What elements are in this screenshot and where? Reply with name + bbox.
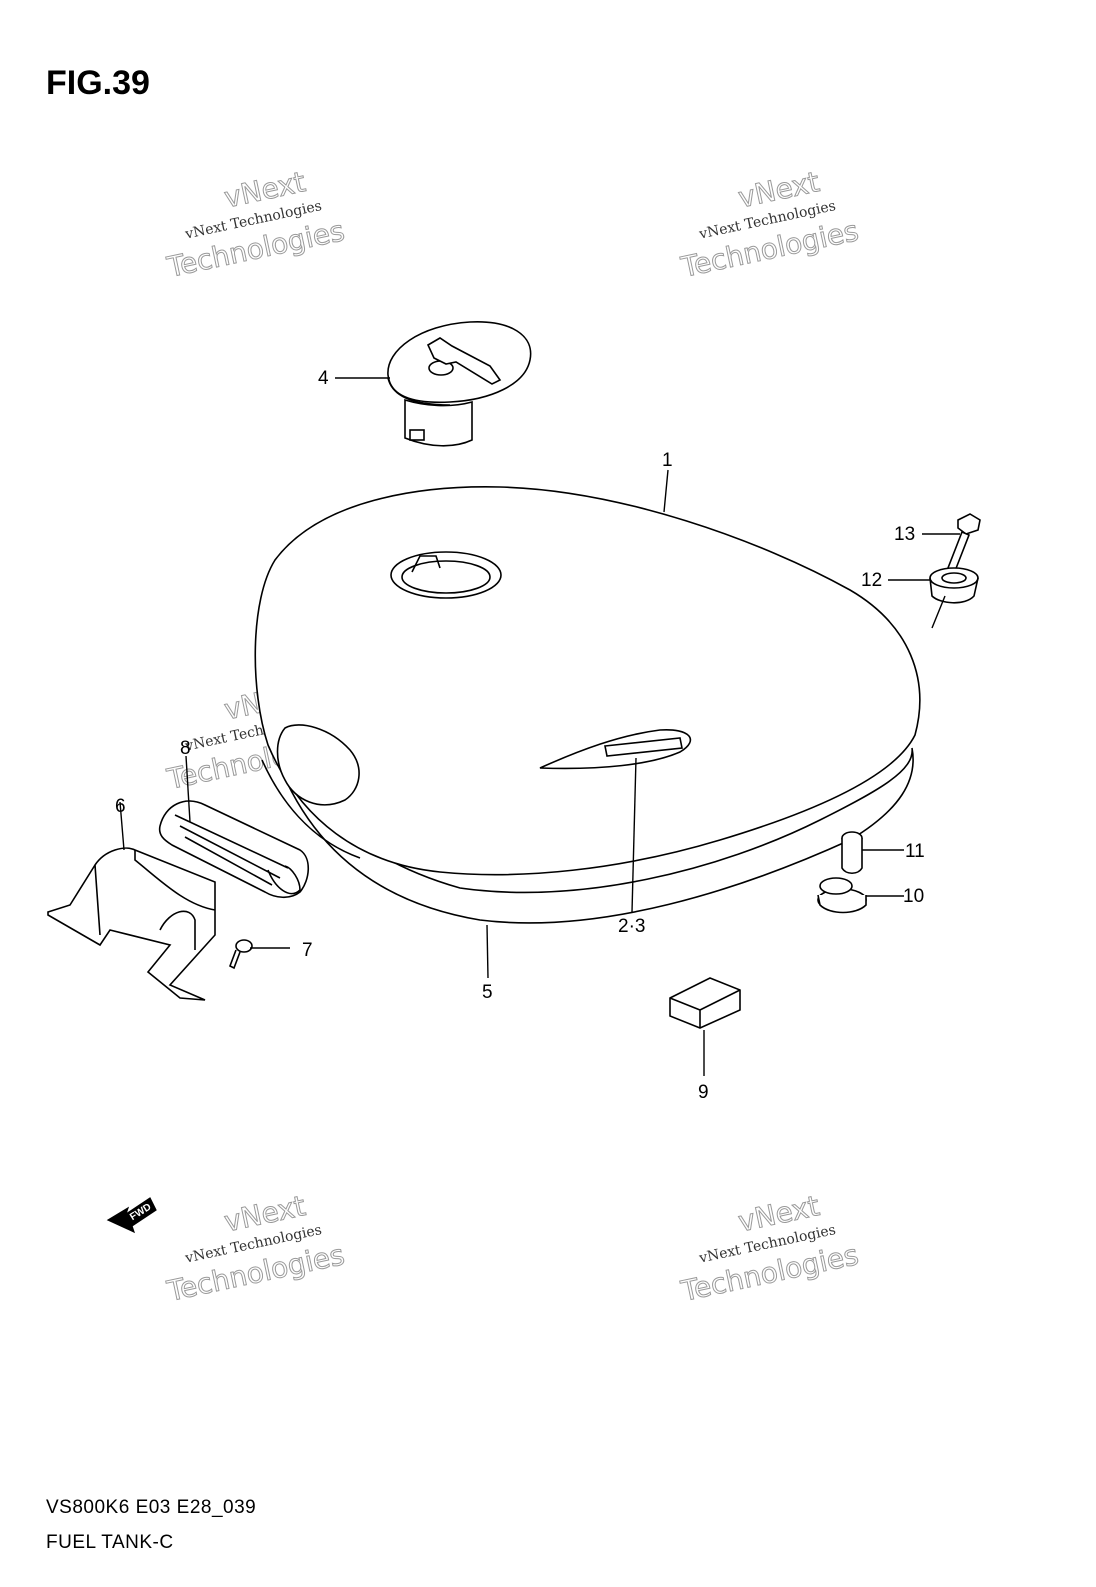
collar-top bbox=[929, 567, 979, 589]
bolt-head bbox=[957, 513, 981, 535]
watermark-top-left: vNext vNext Technologies Technologies bbox=[163, 165, 348, 285]
bolt-shaft bbox=[946, 530, 971, 573]
pad-edges bbox=[669, 989, 741, 1028]
callout-7: 7 bbox=[302, 940, 313, 961]
leader-8 bbox=[185, 755, 191, 823]
fuel-cap-lip bbox=[387, 377, 451, 406]
bracket-loop bbox=[159, 910, 196, 950]
callout-1: 1 bbox=[662, 450, 673, 471]
callout-5: 5 bbox=[482, 982, 493, 1003]
leader-6 bbox=[119, 801, 125, 851]
mount-bracket bbox=[47, 847, 216, 1001]
callout-13: 13 bbox=[894, 524, 915, 545]
filler-tab bbox=[411, 555, 441, 573]
fuel-tank bbox=[254, 486, 921, 924]
screw bbox=[228, 939, 253, 970]
bolt bbox=[946, 513, 981, 573]
callout-10: 10 bbox=[903, 886, 924, 907]
diagram-name: FUEL TANK-C bbox=[46, 1532, 174, 1553]
grommet bbox=[817, 877, 867, 914]
tunnel-edge bbox=[261, 759, 361, 859]
figure-title: FIG.39 bbox=[46, 64, 150, 102]
callout-9: 9 bbox=[698, 1082, 709, 1103]
watermark-bottom-left: vNext vNext Technologies Technologies bbox=[163, 1189, 348, 1309]
bracket-edges bbox=[94, 850, 216, 936]
leader-1 bbox=[663, 469, 669, 513]
fuel-cap bbox=[387, 321, 532, 447]
spacer-body bbox=[841, 838, 863, 875]
callout-6: 6 bbox=[115, 796, 126, 817]
callout-11: 11 bbox=[905, 841, 925, 862]
grommet-side bbox=[817, 894, 867, 914]
pad-block bbox=[669, 977, 741, 1029]
watermark-bottom-right: vNext vNext Technologies Technologies bbox=[677, 1189, 862, 1309]
collar-side bbox=[929, 577, 979, 604]
watermark-top-right: vNext vNext Technologies Technologies bbox=[677, 165, 862, 285]
cushion-end bbox=[267, 865, 301, 895]
collar-hole bbox=[941, 572, 967, 584]
bracket-plate bbox=[47, 847, 216, 1001]
callout-8: 8 bbox=[180, 738, 191, 759]
pad bbox=[669, 977, 741, 1029]
rubber-cushion bbox=[158, 800, 310, 899]
leader-12b bbox=[931, 595, 946, 629]
diagram-code: VS800K6 E03 E28_039 bbox=[46, 1497, 257, 1518]
filler-inner-ring bbox=[401, 560, 491, 594]
key bbox=[426, 337, 502, 385]
tank-tunnel bbox=[276, 724, 360, 806]
tank-shell bbox=[254, 486, 921, 876]
grommet-top bbox=[819, 877, 853, 895]
cushion-ribs bbox=[174, 814, 289, 886]
screw-head bbox=[235, 939, 253, 953]
leader-5 bbox=[486, 924, 489, 979]
callout-12: 12 bbox=[861, 570, 882, 591]
tank-emblem bbox=[539, 729, 692, 770]
spacer bbox=[841, 831, 863, 875]
fwd-arrow-shape bbox=[106, 1197, 157, 1234]
callout-4: 4 bbox=[318, 368, 329, 389]
callout-labels: 1 2·3 4 5 6 7 8 9 10 11 12 13 bbox=[115, 368, 925, 1103]
fwd-arrow-icon: FWD bbox=[106, 1197, 157, 1234]
collar bbox=[929, 567, 979, 604]
leader-2-3 bbox=[631, 757, 637, 913]
screw-shaft bbox=[228, 949, 241, 970]
callout-2-3: 2·3 bbox=[618, 916, 645, 937]
leader-lines bbox=[119, 377, 960, 1076]
filler-opening bbox=[390, 551, 502, 599]
fuel-cap-latch bbox=[409, 429, 425, 441]
